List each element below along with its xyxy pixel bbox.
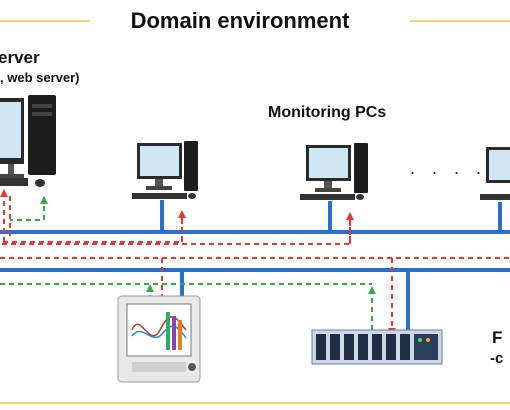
monitoring-pc-1 bbox=[132, 141, 198, 199]
right-device-sublabel: -c bbox=[490, 350, 504, 367]
red-dashed-arrows bbox=[0, 189, 510, 336]
server-title: erver bbox=[0, 48, 40, 67]
diagram-title: Domain environment bbox=[90, 6, 390, 36]
paperless-recorder bbox=[117, 295, 201, 383]
monitoring-pc-2 bbox=[300, 143, 368, 200]
data-acquisition-modules bbox=[311, 329, 443, 365]
monitoring-pc-3 bbox=[480, 147, 510, 200]
server-workstation bbox=[0, 95, 56, 187]
server-subtitle: , web server) bbox=[0, 70, 80, 85]
right-device-label: F bbox=[492, 328, 503, 347]
more-pcs-ellipsis: . . . . bbox=[410, 158, 488, 178]
monitoring-pcs-label: Monitoring PCs bbox=[268, 104, 387, 121]
network-lines bbox=[0, 200, 510, 335]
